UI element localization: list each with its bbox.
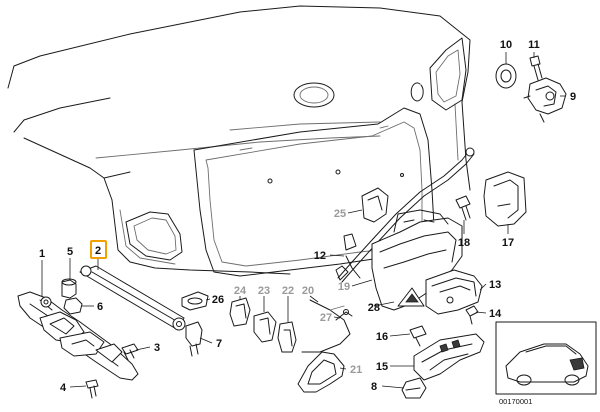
callout-15: 15 <box>376 361 388 373</box>
callout-18: 18 <box>458 237 470 249</box>
callout-7: 7 <box>216 338 222 350</box>
callout-2: 2 <box>95 245 101 257</box>
small-parts <box>181 291 353 393</box>
callout-16: 16 <box>376 331 388 343</box>
hinge-assembly <box>17 278 139 399</box>
callout-12: 12 <box>314 250 326 262</box>
callout-4: 4 <box>60 382 67 394</box>
callout-6: 6 <box>97 301 103 313</box>
callout-3: 3 <box>154 342 160 354</box>
callout-labels: 1 2 3 4 5 6 7 8 9 10 11 12 13 14 15 16 1… <box>39 39 576 406</box>
callout-19: 19 <box>338 281 350 293</box>
callout-27: 27 <box>320 312 332 324</box>
callout-11: 11 <box>528 39 540 51</box>
callout-20: 20 <box>302 285 314 297</box>
callout-24: 24 <box>234 285 247 297</box>
callout-9: 9 <box>570 91 576 103</box>
callout-22: 22 <box>282 285 294 297</box>
callout-17: 17 <box>502 237 514 249</box>
callout-5: 5 <box>67 246 73 258</box>
highlight-box <box>90 240 107 259</box>
callout-21: 21 <box>350 364 362 376</box>
callout-25: 25 <box>334 208 346 220</box>
callout-1: 1 <box>39 248 45 260</box>
lock-mechanism <box>345 187 485 399</box>
gas-strut <box>79 265 186 331</box>
right-parts <box>455 55 567 227</box>
callout-26: 26 <box>212 294 224 306</box>
callout-14: 14 <box>489 308 502 320</box>
callout-10: 10 <box>500 39 512 51</box>
callout-13: 13 <box>489 279 501 291</box>
car-thumbnail <box>495 321 597 395</box>
callout-8: 8 <box>371 381 377 393</box>
bowden-cable <box>335 147 475 283</box>
drawing-code: 00170001 <box>499 397 532 406</box>
callout-23: 23 <box>258 285 270 297</box>
leader-lines <box>41 52 566 389</box>
callout-28: 28 <box>368 302 380 314</box>
